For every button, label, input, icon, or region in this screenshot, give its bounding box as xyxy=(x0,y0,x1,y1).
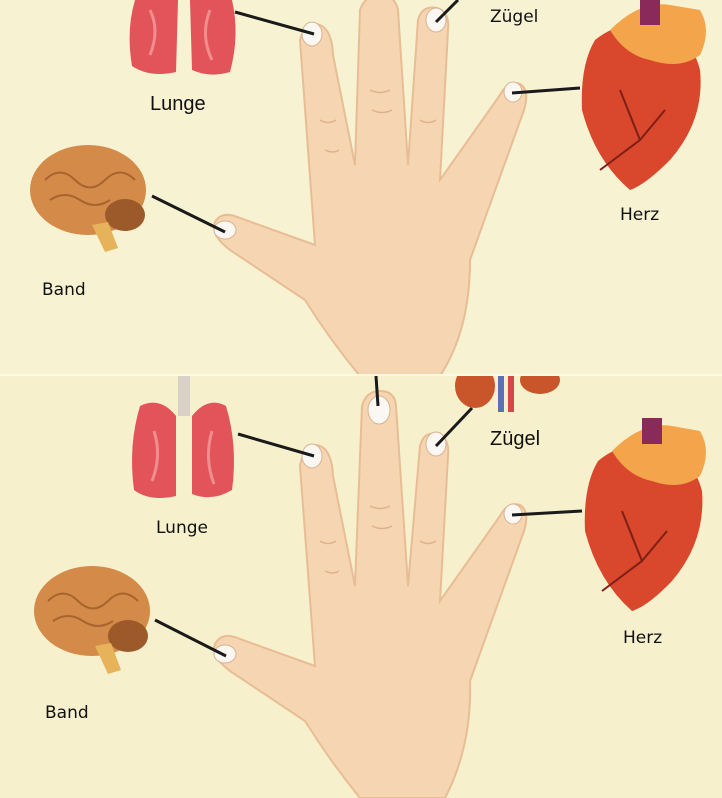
label-herz: Herz xyxy=(620,205,660,225)
label-lunge: Lunge xyxy=(156,518,208,538)
label-band: Band xyxy=(42,280,86,300)
label-band: Band xyxy=(45,703,89,723)
top-illustration xyxy=(30,0,706,376)
brain-illustration xyxy=(34,566,150,674)
label-zugel: Zügel xyxy=(490,7,539,27)
hand-shape xyxy=(213,389,528,798)
bottom-illustration xyxy=(34,376,706,798)
kidneys-illustration xyxy=(455,376,560,412)
pointer-heart xyxy=(511,509,583,517)
pointer-lung xyxy=(237,432,315,458)
lungs-illustration xyxy=(129,0,236,75)
label-lunge: Lunge xyxy=(150,93,206,115)
heart-illustration xyxy=(584,418,706,611)
heart-illustration xyxy=(581,0,706,190)
hand-illustration xyxy=(213,389,528,798)
pointer-heart xyxy=(511,86,581,95)
hand-shape xyxy=(213,0,528,376)
nail-middle xyxy=(367,395,391,425)
nail-thumb xyxy=(213,220,237,240)
pointer-middle xyxy=(374,376,380,407)
pointer-zugel xyxy=(434,406,474,448)
pointer-lung xyxy=(234,10,315,36)
top-panel: Lunge Zügel Herz Band xyxy=(0,0,722,376)
lungs-illustration xyxy=(132,376,234,498)
pointer-brain xyxy=(151,194,226,234)
bottom-panel: Lunge Zügel Herz Band xyxy=(0,376,722,798)
pointer-brain xyxy=(154,618,227,658)
label-zugel: Zügel xyxy=(490,428,541,450)
label-herz: Herz xyxy=(623,628,663,648)
pointer-zugel xyxy=(434,0,460,24)
brain-illustration xyxy=(30,145,146,252)
hand-illustration xyxy=(213,0,528,376)
panel-divider xyxy=(0,374,722,377)
